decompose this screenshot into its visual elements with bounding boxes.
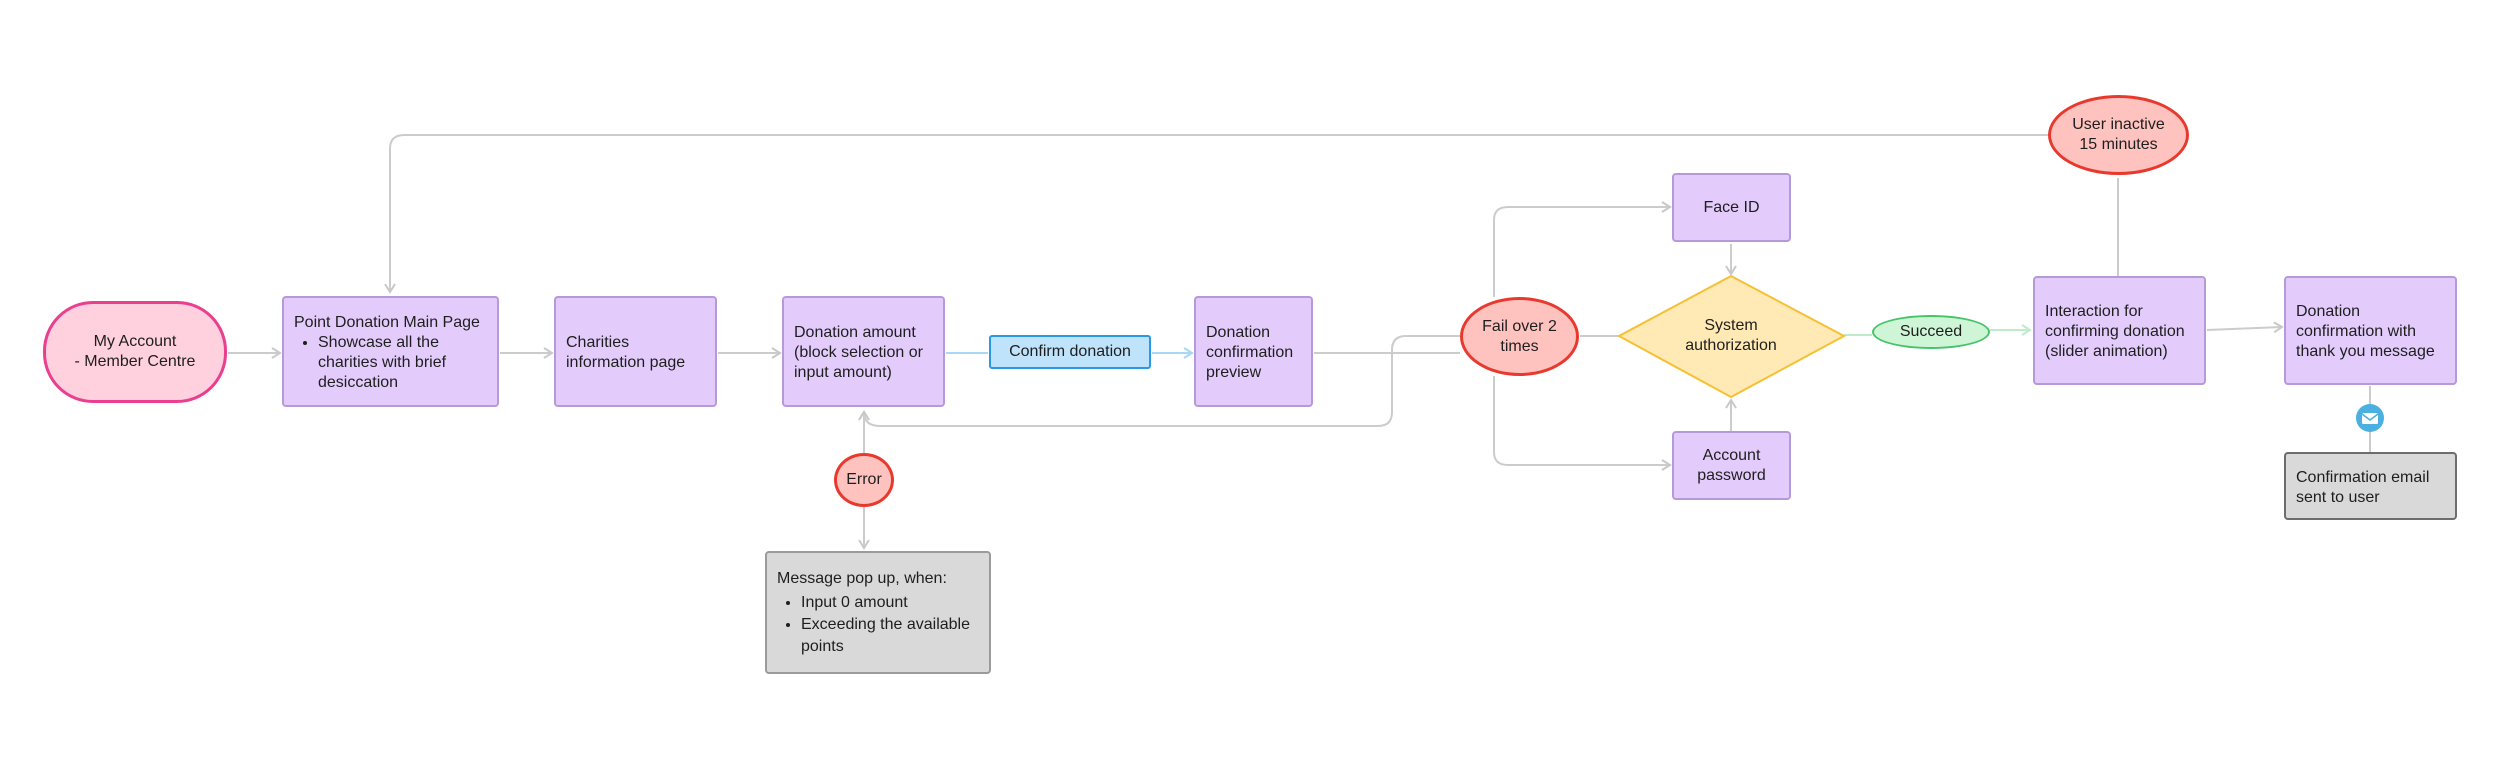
message-popup-title: Message pop up, when:	[777, 570, 947, 587]
charities-node: Charities information page	[554, 296, 717, 407]
charities-line-2: information page	[566, 354, 686, 371]
message-popup-bullet-2: Exceeding the available points	[801, 614, 979, 658]
account-password-line-1: Account	[1702, 446, 1761, 464]
account-password-line-2: password	[1697, 466, 1766, 484]
user-inactive-node: User inactive 15 minutes	[2048, 95, 2189, 175]
system-auth-line-1: System	[1704, 317, 1758, 334]
confirmation-email-node: Confirmation email sent to user	[2284, 452, 2457, 520]
email-line-1: Confirmation email	[2296, 469, 2430, 486]
confirm-donation-label: Confirm donation	[1009, 343, 1131, 360]
fail-over-line-1: Fail over 2	[1482, 317, 1557, 335]
system-auth-line-2: authorization	[1685, 337, 1777, 354]
interaction-line-1: Interaction for	[2045, 303, 2143, 320]
donation-amount-line-3: input amount)	[794, 364, 892, 381]
preview-line-3: preview	[1206, 364, 1262, 381]
main-page-node: Point Donation Main Page Showcase all th…	[282, 296, 499, 407]
edge-interaction-to-thankyou	[2206, 321, 2284, 334]
message-popup-bullet-1: Input 0 amount	[801, 592, 979, 614]
confirmation-preview-node: Donation confirmation preview	[1194, 296, 1313, 407]
error-node: Error	[834, 453, 894, 507]
face-id-label: Face ID	[1703, 198, 1760, 216]
user-inactive-line-2: 15 minutes	[2079, 136, 2158, 153]
my-account-line-2: - Member Centre	[74, 353, 196, 370]
account-password-node: Account password	[1672, 431, 1791, 500]
interaction-line-3: (slider animation)	[2045, 343, 2168, 360]
donation-amount-line-1: Donation amount	[794, 324, 916, 341]
message-popup-node: Message pop up, when: Input 0 amount Exc…	[765, 551, 991, 674]
fail-over-line-2: times	[1500, 337, 1539, 355]
my-account-node: My Account - Member Centre	[43, 301, 227, 403]
email-line-2: sent to user	[2296, 489, 2380, 506]
preview-line-1: Donation	[1206, 324, 1271, 341]
thank-you-node: Donation confirmation with thank you mes…	[2284, 276, 2457, 385]
thank-you-line-1: Donation	[2296, 303, 2361, 320]
thank-you-line-3: thank you message	[2296, 343, 2435, 360]
donation-amount-line-2: (block selection or	[794, 344, 923, 361]
interaction-line-2: confirming donation	[2045, 323, 2185, 340]
edge-fail-to-password	[1493, 376, 1672, 471]
face-id-node: Face ID	[1672, 173, 1791, 242]
edge-inactive-to-main	[384, 134, 2048, 294]
charities-line-1: Charities	[566, 334, 630, 351]
succeed-label: Succeed	[1899, 323, 1963, 340]
edge-fail-to-faceid	[1493, 201, 1672, 297]
main-page-bullet: Showcase all the charities with brief de…	[318, 333, 487, 393]
edge-fail-to-amount	[858, 335, 1460, 427]
donation-amount-node: Donation amount (block selection or inpu…	[782, 296, 945, 407]
thank-you-line-2: confirmation with	[2296, 323, 2417, 340]
succeed-node: Succeed	[1872, 315, 1990, 349]
fail-over-node: Fail over 2 times	[1460, 297, 1579, 376]
system-authorization-diamond	[1616, 274, 1847, 399]
interaction-node: Interaction for confirming donation (sli…	[2033, 276, 2206, 385]
user-inactive-line-1: User inactive	[2072, 116, 2165, 133]
envelope-icon	[2356, 404, 2384, 432]
main-page-title: Point Donation Main Page	[294, 314, 480, 331]
system-authorization-label: System authorization	[1640, 306, 1822, 366]
my-account-line-1: My Account	[93, 333, 177, 350]
confirm-donation-node: Confirm donation	[989, 335, 1151, 369]
preview-line-2: confirmation	[1206, 344, 1294, 361]
error-label: Error	[846, 471, 882, 488]
